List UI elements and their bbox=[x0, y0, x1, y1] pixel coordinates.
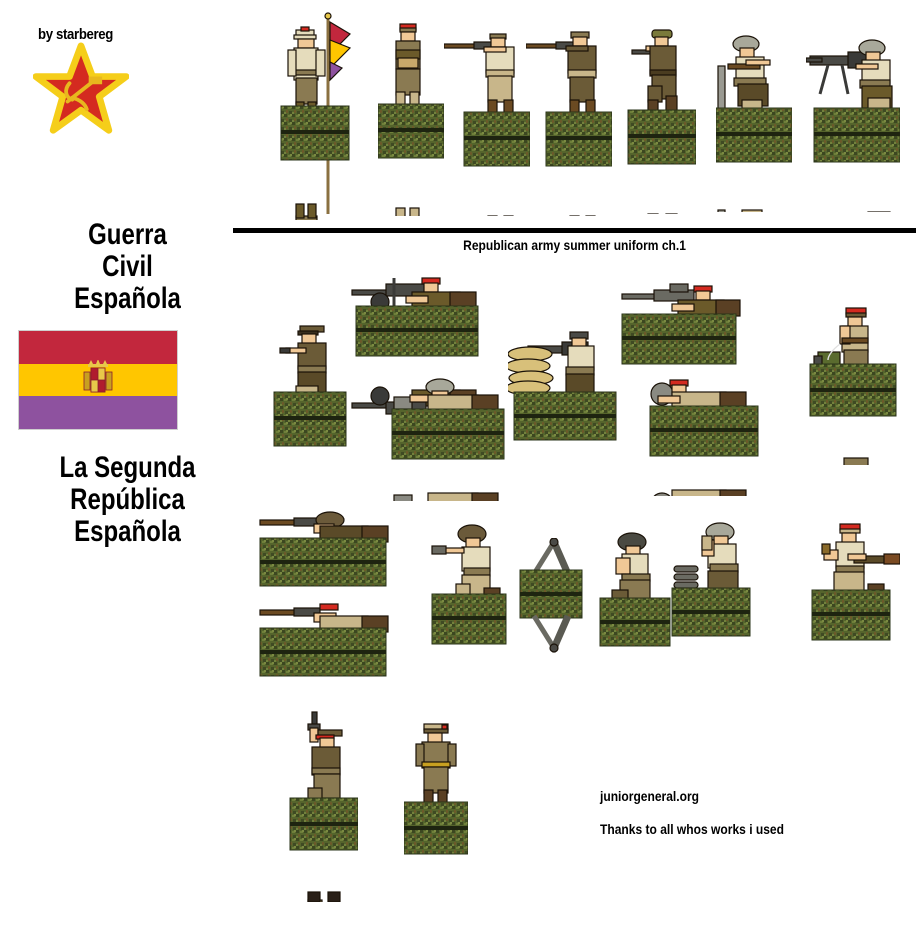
figure-rifleman-standing-firing-olive bbox=[526, 20, 612, 216]
title-line-1: Guerra bbox=[88, 218, 167, 251]
figure-mortar-bipod bbox=[518, 538, 588, 660]
page-title-republic: La Segunda República Española bbox=[0, 452, 255, 547]
title-line-2: Civil bbox=[102, 249, 153, 283]
red-star-emblem-icon bbox=[33, 42, 129, 134]
figure-sheet: Republican army summer uniform ch.1 bbox=[233, 0, 916, 933]
figure-prone-gunner-with-ammo-box bbox=[388, 375, 510, 501]
footer-website-link[interactable]: juniorgeneral.org bbox=[600, 788, 700, 804]
title-line-3: Española bbox=[74, 281, 181, 315]
figure-radio-operator bbox=[808, 300, 898, 465]
coat-of-arms-icon bbox=[83, 360, 113, 393]
footer-thanks-note: Thanks to all whos works i used bbox=[600, 821, 784, 837]
flag-band-purple bbox=[19, 396, 177, 430]
author-credit: by starbereg bbox=[38, 26, 114, 43]
title-panel: by starbereg Guerra Civil Española bbox=[0, 0, 255, 933]
figure-soldier-with-ammo-box bbox=[378, 18, 444, 216]
figure-kneeling-rifleman-helmet bbox=[716, 32, 792, 212]
figure-rifleman-with-grenade bbox=[808, 516, 900, 674]
figure-officer-raising-pistol bbox=[288, 710, 358, 902]
page-title-war: Guerra Civil Española bbox=[0, 219, 255, 314]
republic-line-3: Española bbox=[74, 514, 181, 548]
figure-sandbag-machine-gun-position bbox=[508, 322, 622, 462]
spanish-republic-flag bbox=[18, 330, 178, 430]
section-divider bbox=[233, 228, 916, 233]
figure-kneeling-mortar-crewman bbox=[598, 528, 672, 674]
figure-prone-rifleman-helmet bbox=[258, 508, 392, 616]
figure-rifleman-standing-firing-light-shirt bbox=[444, 20, 530, 216]
figure-machine-gunner-crouching bbox=[806, 32, 900, 212]
figure-mortar-ammo-carrier bbox=[668, 518, 752, 674]
figure-prone-rifleman-cap bbox=[258, 598, 392, 706]
figure-standard-bearer-with-republican-flag bbox=[276, 10, 354, 220]
figure-grenadier-throwing bbox=[428, 520, 508, 678]
flag-band-red bbox=[19, 331, 177, 364]
figure-prone-rifleman-with-drum-mag bbox=[648, 372, 760, 496]
sheet-caption: Republican army summer uniform ch.1 bbox=[463, 237, 686, 253]
republic-line-1: La Segunda bbox=[59, 451, 196, 484]
figure-officer-standing-at-attention bbox=[404, 718, 468, 898]
republic-line-2: República bbox=[70, 482, 185, 516]
figure-soldier-advancing-with-smg bbox=[626, 22, 696, 214]
figure-officer-firing-pistol bbox=[272, 318, 352, 483]
